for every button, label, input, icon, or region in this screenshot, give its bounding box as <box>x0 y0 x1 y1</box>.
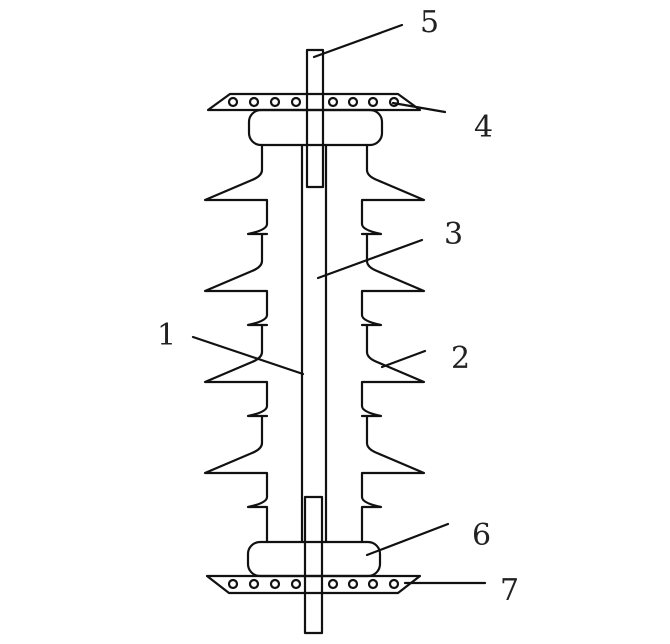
ring-hole <box>248 96 260 108</box>
upper-end-fitting-rod <box>305 48 325 189</box>
ring-hole <box>367 578 379 590</box>
label-6: 6 <box>472 518 491 553</box>
ring-hole <box>290 578 302 590</box>
ring-hole <box>367 96 379 108</box>
ring-hole <box>388 96 400 108</box>
label-4: 4 <box>474 110 493 145</box>
shed-housing-right-profile <box>360 143 426 544</box>
ring-hole <box>248 578 260 590</box>
upper-grading-ring <box>206 92 422 112</box>
lower-grading-ring <box>205 574 422 595</box>
label-1: 1 <box>157 318 176 353</box>
leader-line-1 <box>191 335 305 376</box>
label-3: 3 <box>444 217 463 252</box>
label-5: 5 <box>420 5 439 40</box>
leader-line-6 <box>365 522 450 557</box>
lower-end-cap <box>246 540 382 578</box>
ring-hole <box>227 578 239 590</box>
shed-housing-left-profile <box>203 143 269 544</box>
ring-hole <box>347 578 359 590</box>
ring-hole <box>290 96 302 108</box>
lower-end-fitting-rod <box>303 495 324 635</box>
lower-ring-holes <box>227 578 400 590</box>
ring-hole <box>327 578 339 590</box>
upper-end-cap <box>247 108 384 147</box>
ring-hole <box>347 96 359 108</box>
upper-ring-holes <box>227 96 400 108</box>
ring-hole <box>227 96 239 108</box>
leader-line-5 <box>312 23 404 59</box>
leader-line-4 <box>391 101 447 114</box>
leader-line-3 <box>316 238 424 280</box>
ring-hole <box>269 96 281 108</box>
ring-hole <box>388 578 400 590</box>
ring-hole <box>327 96 339 108</box>
label-7: 7 <box>500 573 519 608</box>
ring-hole <box>269 578 281 590</box>
label-2: 2 <box>451 341 470 376</box>
leader-line-2 <box>380 349 427 369</box>
